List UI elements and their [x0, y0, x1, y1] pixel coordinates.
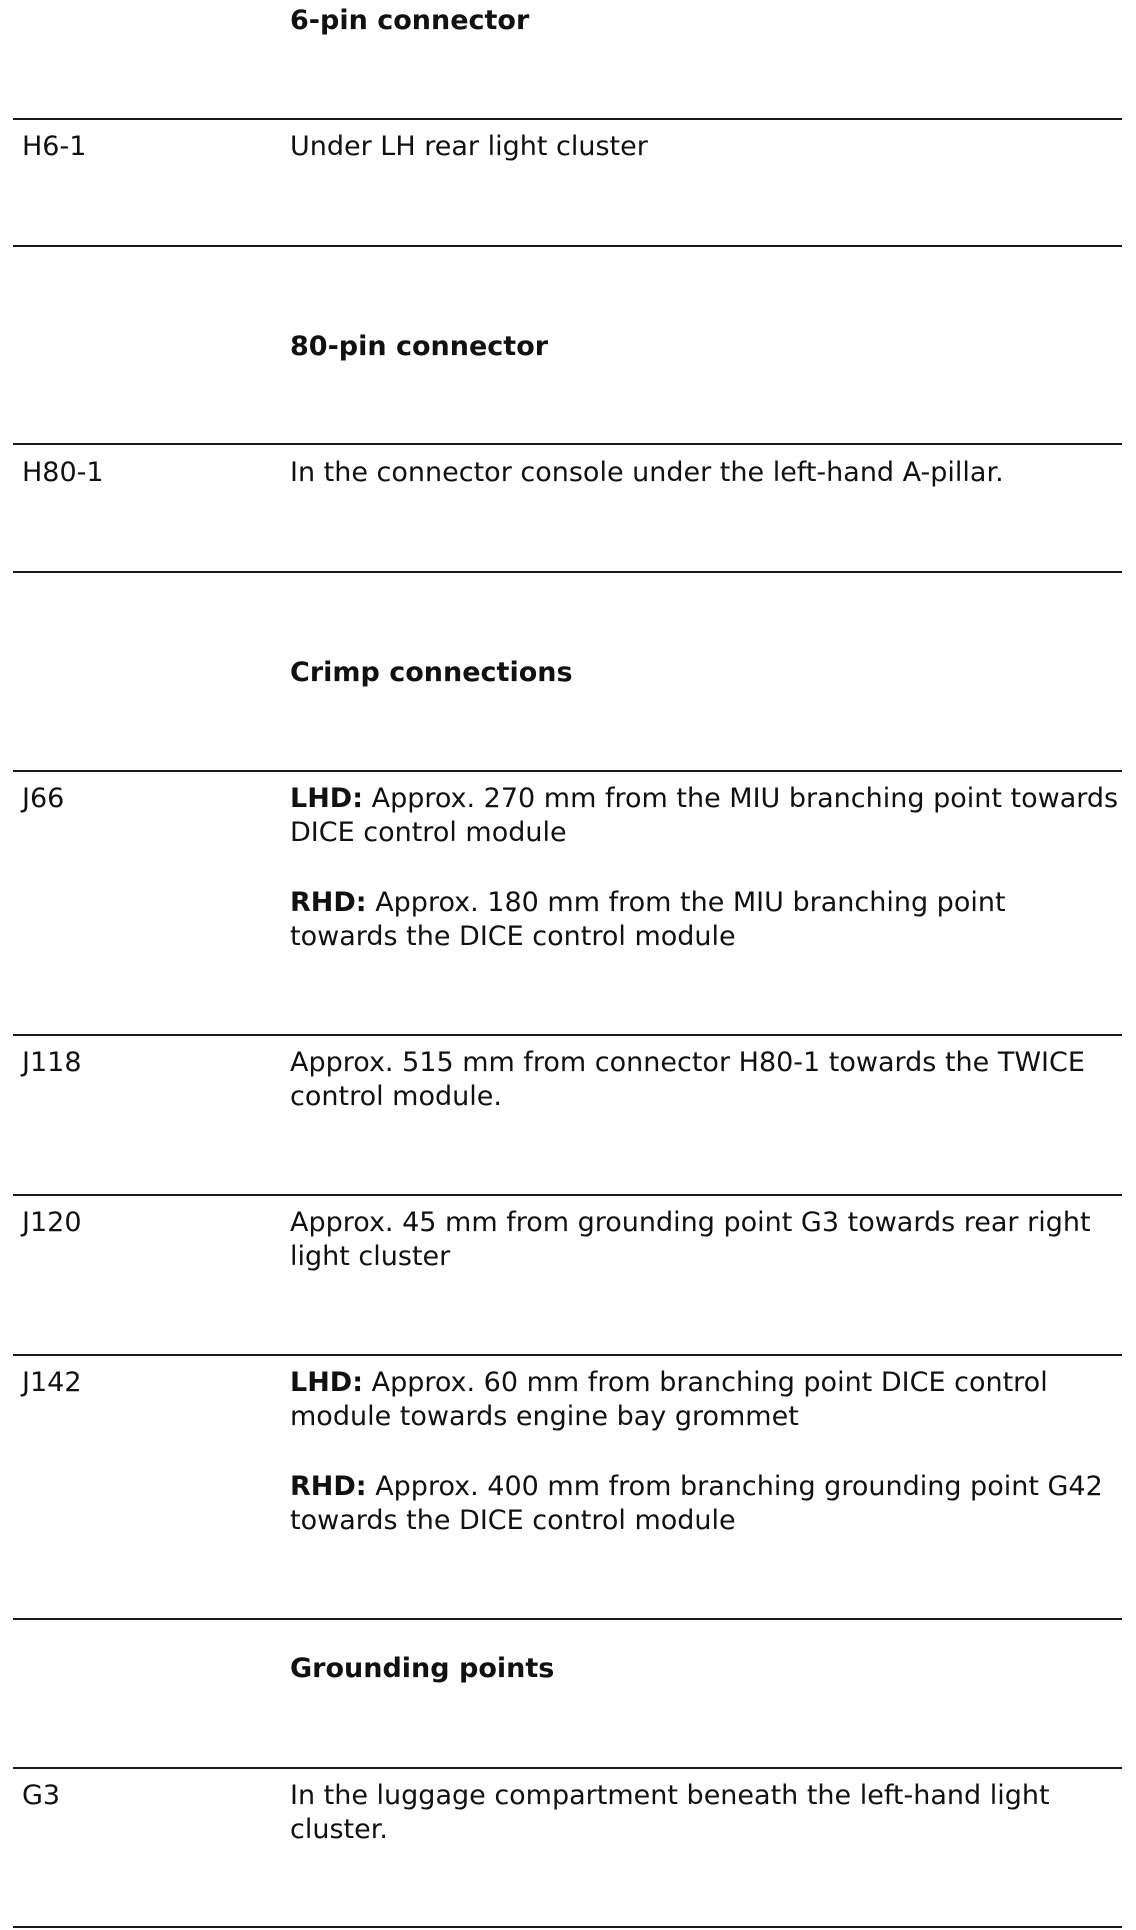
- location-description: Approx. 45 mm from grounding point G3 to…: [290, 1207, 1091, 1272]
- lhd-text: Approx. 270 mm from the MIU branching po…: [290, 783, 1119, 848]
- connector-code: J66: [22, 783, 65, 814]
- lhd-label: LHD:: [290, 783, 364, 814]
- connector-code: J118: [22, 1047, 82, 1078]
- location-description: LHD: Approx. 270 mm from the MIU branchi…: [290, 782, 1120, 954]
- rhd-label: RHD:: [290, 1471, 367, 1502]
- location-description: In the luggage compartment beneath the l…: [290, 1780, 1050, 1845]
- row-divider: [13, 770, 1122, 772]
- row-divider: [13, 245, 1122, 247]
- lhd-paragraph: LHD: Approx. 270 mm from the MIU branchi…: [290, 782, 1120, 850]
- row-divider: [13, 1618, 1122, 1620]
- connector-code: G3: [22, 1780, 61, 1811]
- lhd-paragraph: LHD: Approx. 60 mm from branching point …: [290, 1366, 1120, 1434]
- location-description: Under LH rear light cluster: [290, 131, 648, 162]
- rhd-paragraph: RHD: Approx. 180 mm from the MIU branchi…: [290, 886, 1120, 954]
- connector-code: J120: [22, 1207, 82, 1238]
- row-divider: [13, 1194, 1122, 1196]
- rhd-paragraph: RHD: Approx. 400 mm from branching groun…: [290, 1470, 1120, 1538]
- row-divider: [13, 443, 1122, 445]
- row-divider: [13, 1926, 1122, 1928]
- section-heading-6-pin: 6-pin connector: [290, 5, 530, 36]
- section-heading-grounding-points: Grounding points: [290, 1653, 555, 1684]
- rhd-text: Approx. 400 mm from branching grounding …: [290, 1471, 1103, 1536]
- section-heading-crimp-connections: Crimp connections: [290, 657, 573, 688]
- row-divider: [13, 571, 1122, 573]
- location-description: LHD: Approx. 60 mm from branching point …: [290, 1366, 1120, 1538]
- rhd-text: Approx. 180 mm from the MIU branching po…: [290, 887, 1006, 952]
- row-divider: [13, 1767, 1122, 1769]
- row-divider: [13, 1034, 1122, 1036]
- connector-code: J142: [22, 1367, 82, 1398]
- lhd-text: Approx. 60 mm from branching point DICE …: [290, 1367, 1048, 1432]
- connector-code: H6-1: [22, 131, 87, 162]
- rhd-label: RHD:: [290, 887, 367, 918]
- section-heading-80-pin: 80-pin connector: [290, 331, 549, 362]
- row-divider: [13, 1354, 1122, 1356]
- row-divider: [13, 118, 1122, 120]
- connector-code: H80-1: [22, 457, 104, 488]
- location-description: In the connector console under the left-…: [290, 457, 1004, 488]
- lhd-label: LHD:: [290, 1367, 364, 1398]
- location-description: Approx. 515 mm from connector H80-1 towa…: [290, 1047, 1085, 1112]
